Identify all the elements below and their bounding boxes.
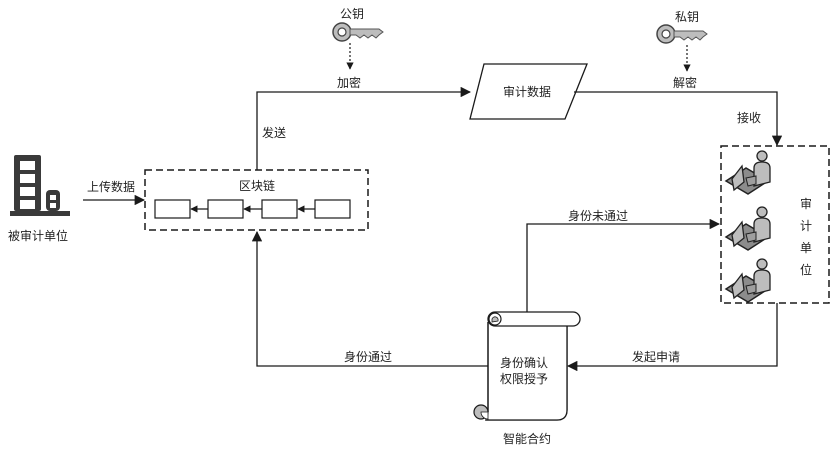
- identity-passed-label: 身份通过: [344, 350, 393, 364]
- block: [207, 199, 244, 219]
- audit-unit-box: [720, 145, 830, 304]
- audit-unit-label: 审计单位: [799, 197, 812, 277]
- auditor-workstation-icon: [724, 258, 771, 303]
- block: [154, 199, 191, 219]
- apply-label: 发起申请: [632, 350, 681, 364]
- block: [261, 199, 298, 219]
- smart-contract-node[interactable]: [473, 311, 581, 421]
- audited-unit-label: 被审计单位: [8, 229, 69, 243]
- smart-contract-body-line2: 权限授予: [500, 372, 549, 386]
- auditor-workstation-icon: [724, 206, 771, 251]
- decrypt-label: 解密: [673, 76, 698, 90]
- auditor-workstation-icon: [724, 150, 771, 195]
- upload-label: 上传数据: [87, 180, 136, 194]
- public-key-icon: [332, 22, 384, 42]
- audit-data-node[interactable]: [469, 63, 588, 120]
- audit-data-label: 审计数据: [503, 85, 552, 99]
- private-key-icon: [656, 24, 708, 44]
- block: [314, 199, 351, 219]
- blockchain-blocks: [154, 199, 351, 219]
- building-icon: [10, 155, 70, 216]
- auditor-workstation-icons: [724, 150, 771, 303]
- public-key-label: 公钥: [340, 7, 365, 21]
- decrypt-receive-arrow: [574, 91, 783, 147]
- encrypt-label: 加密: [337, 76, 362, 90]
- smart-contract-body-line1: 身份确认: [500, 356, 549, 370]
- receive-label: 接收: [737, 111, 762, 125]
- identity-failed-label: 身份未通过: [568, 209, 629, 223]
- blockchain-label: 区块链: [239, 179, 276, 193]
- send-encrypt-arrow: [256, 86, 472, 170]
- send-label: 发送: [262, 126, 287, 140]
- private-key-label: 私钥: [675, 10, 700, 24]
- smart-contract-label: 智能合约: [503, 432, 552, 446]
- identity-failed-arrow: [526, 218, 721, 312]
- apply-arrow: [566, 303, 778, 372]
- identity-passed-arrow: [251, 230, 488, 367]
